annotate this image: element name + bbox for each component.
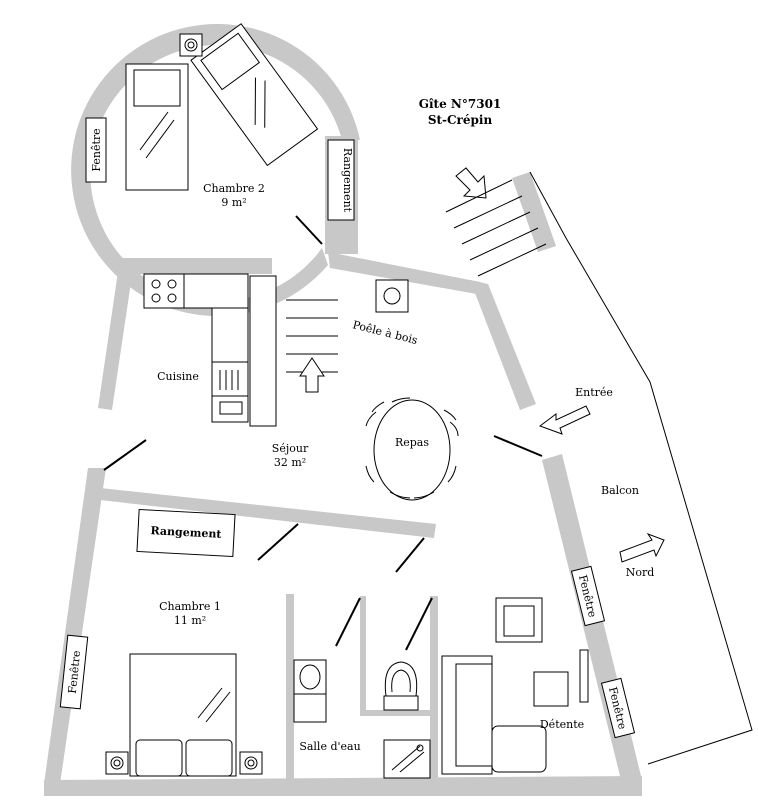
shower bbox=[383, 739, 431, 779]
sink bbox=[211, 395, 249, 423]
pouf bbox=[491, 725, 547, 773]
bed-single-1-pillow bbox=[133, 69, 181, 107]
sofa bbox=[441, 655, 493, 775]
door-chambre1 bbox=[257, 523, 299, 561]
repas-name: Repas bbox=[395, 436, 429, 449]
salle-eau-left-wall bbox=[286, 594, 294, 780]
arrows bbox=[455, 167, 665, 563]
cuisine-left-wall bbox=[98, 258, 134, 410]
chambre2-name: Chambre 2 bbox=[203, 182, 265, 195]
bar-counter bbox=[249, 275, 277, 427]
stairs-up-arrow bbox=[299, 357, 325, 393]
title-line1: Gîte N°7301 bbox=[419, 97, 502, 111]
kitchen-furniture bbox=[143, 273, 277, 427]
radiator bbox=[579, 649, 589, 703]
bottom-wall bbox=[44, 776, 642, 796]
counter-side bbox=[211, 307, 249, 363]
counter-top bbox=[183, 273, 249, 309]
salle-eau-furniture bbox=[293, 659, 431, 779]
nord-arrow bbox=[619, 532, 665, 563]
wc-bowl bbox=[384, 661, 418, 697]
sejour-top-wall bbox=[120, 258, 272, 274]
wc-tank bbox=[383, 695, 419, 711]
window-balcon: Fenêtre bbox=[570, 565, 606, 627]
title-block: Gîte N°7301 St-Crépin bbox=[419, 97, 502, 127]
door-entree bbox=[493, 435, 543, 457]
sejour-right-wall bbox=[470, 280, 536, 410]
cooktop bbox=[143, 273, 185, 309]
dining-table bbox=[365, 397, 459, 501]
fenetre-label-2: Fenêtre bbox=[66, 650, 83, 694]
sejour-name: Séjour bbox=[272, 442, 309, 455]
chambre1-bed bbox=[105, 653, 263, 777]
rangement-top: Rangement bbox=[327, 139, 355, 221]
stairs bbox=[286, 299, 338, 393]
poele-a-bois: Poêle à bois bbox=[351, 279, 419, 347]
rangement-bottom-label: Rangement bbox=[150, 524, 222, 541]
coffee-table bbox=[533, 671, 569, 707]
stair-wall bbox=[512, 172, 556, 252]
balcony-stairs bbox=[445, 179, 547, 277]
balcon-name: Balcon bbox=[601, 484, 639, 497]
entree-label: Entrée bbox=[575, 386, 613, 399]
entry-arrow-top bbox=[455, 167, 487, 199]
stove-top-wall bbox=[328, 252, 488, 296]
windows: Fenêtre Fenêtre Fenêtre Fenêtre bbox=[59, 117, 636, 739]
chambre1-area: 11 m² bbox=[174, 614, 206, 627]
salle-eau-name: Salle d'eau bbox=[299, 740, 360, 753]
armchair bbox=[495, 597, 543, 643]
sejour-area: 32 m² bbox=[274, 456, 306, 469]
rangement-bottom: Rangement bbox=[136, 508, 236, 558]
balcony-outline bbox=[529, 171, 753, 765]
cuisine-name: Cuisine bbox=[157, 370, 199, 383]
chambre1-name: Chambre 1 bbox=[159, 600, 221, 613]
rangement-top-label: Rangement bbox=[341, 148, 354, 213]
cabinet bbox=[293, 693, 327, 723]
door-salle-eau-inner bbox=[335, 597, 361, 647]
detente-name: Détente bbox=[540, 718, 584, 731]
dish-rack bbox=[211, 361, 249, 397]
nord-label: Nord bbox=[626, 566, 655, 579]
chambre2-area: 9 m² bbox=[221, 196, 246, 209]
window-chambre1: Fenêtre bbox=[59, 634, 89, 710]
door-wc bbox=[405, 597, 433, 651]
poele-label: Poêle à bois bbox=[351, 318, 419, 347]
door-chambre2 bbox=[295, 215, 323, 245]
wc-bottom-wall bbox=[360, 710, 436, 716]
chambre1-top-wall bbox=[100, 488, 436, 538]
salle-eau-right-wall bbox=[430, 596, 438, 780]
entree-arrow bbox=[538, 405, 591, 435]
door-cuisine bbox=[103, 439, 147, 471]
door-salle-eau bbox=[395, 537, 425, 573]
bed-single-2 bbox=[190, 23, 319, 167]
fenetre-label-1: Fenêtre bbox=[90, 128, 103, 171]
detente-furniture bbox=[441, 597, 589, 775]
wc-wall bbox=[360, 596, 366, 716]
chambre1-left-wall bbox=[44, 468, 106, 784]
doors bbox=[103, 215, 543, 651]
nightstand-chambre2 bbox=[179, 33, 203, 57]
chambre2-furniture bbox=[125, 23, 319, 191]
window-chambre2: Fenêtre bbox=[85, 117, 107, 183]
title-line2: St-Crépin bbox=[428, 113, 493, 127]
window-detente: Fenêtre bbox=[600, 677, 636, 739]
